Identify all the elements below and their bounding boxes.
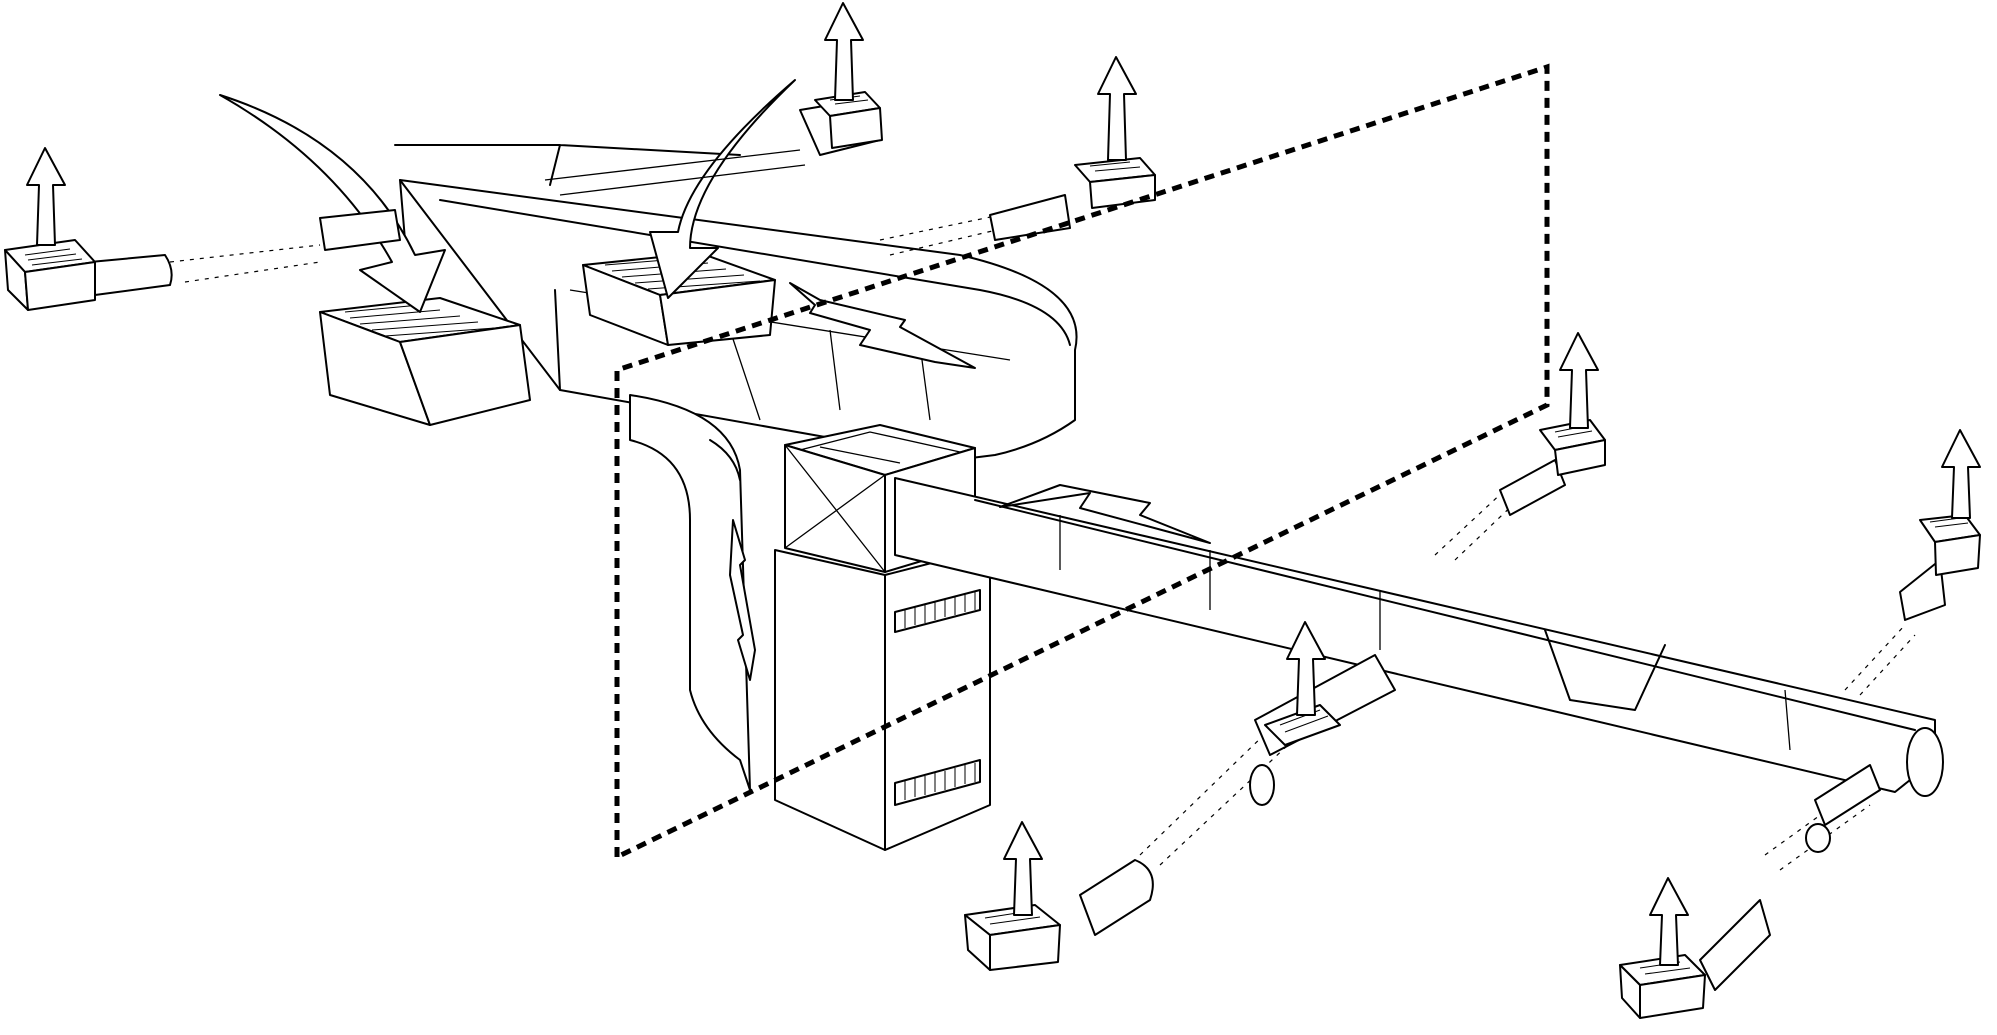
supply-register-7 bbox=[964, 904, 1061, 971]
up-arrow-6 bbox=[1286, 621, 1326, 716]
return-arrow-left bbox=[219, 94, 446, 313]
return-arrow-right bbox=[649, 79, 796, 299]
supply-register-5 bbox=[1919, 514, 1981, 576]
airflow-arrows bbox=[729, 282, 1211, 681]
supply-registers bbox=[4, 91, 1981, 1019]
furnace-louver-lower bbox=[894, 759, 981, 806]
furnace-louver-upper bbox=[894, 589, 981, 633]
return-drop-duct bbox=[629, 394, 751, 791]
up-arrow-1 bbox=[26, 147, 66, 246]
up-arrow-3 bbox=[1097, 56, 1137, 161]
return-grille-left bbox=[319, 297, 531, 426]
up-arrow-7 bbox=[1003, 821, 1043, 916]
conditioned-space-boundary bbox=[614, 63, 1550, 861]
supply-flow-arrow bbox=[999, 484, 1211, 544]
return-air-arrows bbox=[219, 79, 796, 313]
supply-register-1 bbox=[4, 239, 96, 311]
supply-air-arrows bbox=[26, 2, 1981, 966]
up-arrow-8 bbox=[1649, 877, 1689, 966]
furnace-air-handler bbox=[774, 424, 991, 851]
supply-trunk-end-cap bbox=[1906, 727, 1944, 797]
furnace-cabinet-front bbox=[774, 549, 886, 851]
up-arrow-5 bbox=[1941, 429, 1981, 519]
supply-trunk-duct bbox=[894, 477, 1944, 797]
supply-register-8 bbox=[1619, 954, 1706, 1019]
down-flow-arrow bbox=[729, 519, 756, 681]
up-arrow-4 bbox=[1559, 332, 1599, 429]
up-arrow-2 bbox=[824, 2, 864, 101]
return-flow-arrow bbox=[789, 282, 976, 369]
